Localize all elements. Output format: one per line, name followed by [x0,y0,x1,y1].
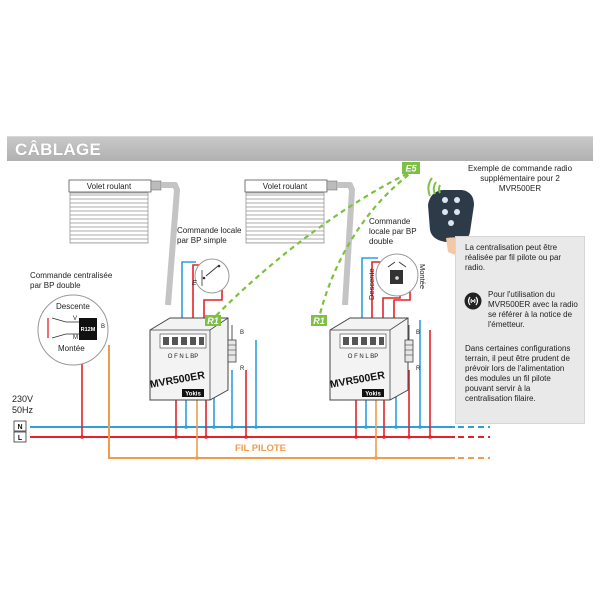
info-paragraph-1: La centralisation peut être réalisée par… [465,243,562,272]
receiver-right: B R [404,325,421,372]
label-montee: Montée [418,264,427,289]
svg-text:E5: E5 [405,164,417,174]
r1-tag-right [311,315,327,326]
blind-label-left: Volet roulant [87,182,132,191]
svg-text:R12M: R12M [81,327,96,333]
module-right: O F N L BP MVR500ER Yokis [329,317,409,401]
module-left: O F N L BP MVR500ER Yokis [149,317,229,401]
svg-text:L: L [18,435,23,442]
blind-label-right: Volet roulant [263,182,308,191]
label-descente: Descente [367,268,376,300]
pilot-wire [108,345,455,459]
radio-wave-icon [464,292,482,310]
section-title: CÂBLAGE [15,140,102,159]
motor-cable-right [337,182,355,306]
central-label-montee: Montée [58,344,85,353]
local-switch-simple: E [192,258,230,294]
brand-right: Yokis [365,392,381,398]
r1-tag-left [205,315,221,326]
svg-text:N: N [17,424,22,431]
voltage-label: 230V [12,394,33,404]
svg-text:B: B [240,330,244,336]
svg-text:V: V [73,316,77,322]
radio-link-left [209,169,416,323]
terminals-left: O F N L BP [168,354,198,360]
svg-text:R1: R1 [313,316,325,326]
local-switch-double [375,253,419,297]
info-box: La centralisation peut être réalisée par… [455,236,585,424]
radio-link-right [316,169,416,323]
terminals-right: O F N L BP [348,354,378,360]
svg-text:R: R [240,366,245,372]
e5-tag [402,162,420,174]
svg-text:B: B [416,330,420,336]
central-switch: R12M V M B Descente Montée [37,294,109,366]
section-header: CÂBLAGE [7,136,593,161]
svg-text:R1: R1 [207,316,219,326]
central-label-descente: Descente [56,302,90,311]
receiver-left: B R [227,325,245,372]
svg-text:B: B [101,324,105,330]
brand-left: Yokis [185,392,201,398]
fil-pilote-label: FIL PILOTE [235,443,286,454]
svg-text:M: M [73,335,78,341]
svg-text:E: E [192,280,197,287]
info-paragraph-3: Dans certaines configurations terrain, i… [465,344,571,403]
roller-shutter-left: Volet roulant [68,179,162,244]
frequency-label: 50Hz [12,405,34,415]
info-paragraph-2: Pour l'utilisation du MVR500ER avec la r… [488,290,578,329]
svg-text:R: R [416,366,421,372]
roller-shutter-right: Volet roulant [244,179,338,244]
motor-cable-left [161,182,180,306]
